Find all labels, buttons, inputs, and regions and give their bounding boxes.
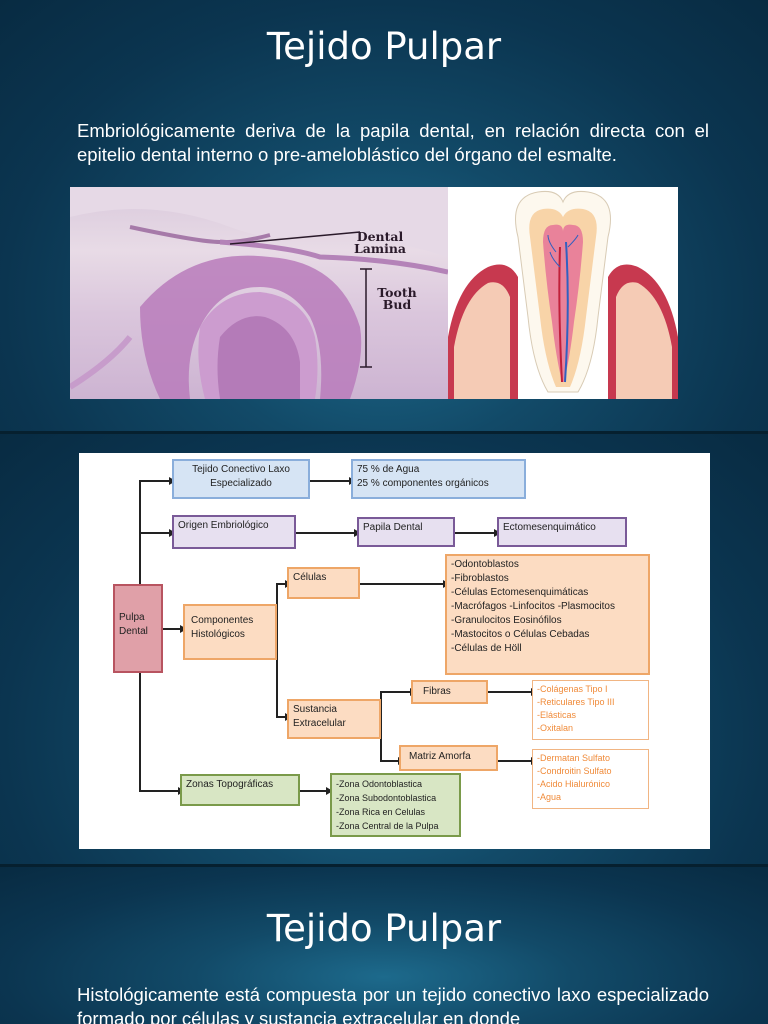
- ectomesenquimatico-box: Ectomesenquimático: [497, 517, 627, 547]
- slide-divider: [0, 431, 768, 434]
- connector-line: [487, 691, 532, 693]
- histology-image: Dental Lamina Tooth Bud: [70, 187, 448, 399]
- list-item: -Fibroblastos: [451, 573, 509, 584]
- connector-line: [139, 790, 179, 792]
- list-item: -Acido Hialurónico: [537, 779, 611, 789]
- list-item: -Macrófagos -Linfocitos -Plasmocitos: [451, 601, 615, 612]
- list-item: -Dermatan Sulfato: [537, 753, 611, 763]
- tooth-anatomy-image: [448, 187, 678, 399]
- connector-line: [300, 790, 327, 792]
- slide-paragraph: Embriológicamente deriva de la papila de…: [77, 120, 709, 165]
- papila-dental-box: Papila Dental: [357, 517, 455, 547]
- list-item: -Elásticas: [537, 710, 577, 720]
- fibras-list: -Colágenas Tipo I -Reticulares Tipo III …: [532, 680, 649, 740]
- detail-line: 75 % de Agua: [357, 464, 420, 475]
- connector-line: [276, 716, 286, 718]
- list-item: -Zona Rica en Celulas: [336, 807, 426, 817]
- connector-line: [380, 691, 382, 761]
- tooth-bud-label: Tooth Bud: [377, 285, 417, 312]
- slide-title: Tejido Pulpar: [266, 907, 502, 950]
- celulas-list: -Odontoblastos -Fibroblastos -Células Ec…: [445, 554, 650, 675]
- connector-line: [310, 480, 350, 482]
- matriz-amorfa-box: Matriz Amorfa: [399, 745, 498, 771]
- tejido-conectivo-box: Tejido Conectivo Laxo Especializado: [172, 459, 310, 499]
- connector-line: [163, 628, 183, 630]
- list-item: -Zona Subodontoblastica: [336, 793, 437, 803]
- list-item: -Condroitin Sulfato: [537, 766, 612, 776]
- dental-lamina-label: Dental Lamina: [353, 229, 407, 256]
- list-item: -Células de Höll: [451, 643, 522, 654]
- connector-line: [498, 760, 532, 762]
- connector-line: [276, 583, 278, 718]
- matriz-list: -Dermatan Sulfato -Condroitin Sulfato -A…: [532, 749, 649, 809]
- celulas-box: Células: [287, 567, 360, 599]
- connector-line: [455, 532, 495, 534]
- list-item: -Agua: [537, 792, 562, 802]
- slide-2: Pulpa Dental Tejido Conectivo Laxo Espec…: [0, 434, 768, 864]
- slide-1: Tejido Pulpar Embriológicamente deriva d…: [0, 0, 768, 431]
- detail-line: 25 % componentes orgánicos: [357, 478, 489, 489]
- list-item: -Zona Odontoblastica: [336, 779, 423, 789]
- list-item: -Reticulares Tipo III: [537, 697, 615, 707]
- connector-line: [139, 480, 171, 482]
- list-item: -Oxitalan: [537, 723, 574, 733]
- list-item: -Células Ectomesenquimáticas: [451, 587, 589, 598]
- connector-line: [380, 691, 411, 693]
- list-item: -Mastocitos o Células Cebadas: [451, 629, 590, 640]
- slide-title: Tejido Pulpar: [266, 25, 502, 68]
- slide-paragraph: Histológicamente está compuesta por un t…: [77, 984, 709, 1024]
- componentes-box: Componentes Histológicos: [183, 604, 277, 660]
- zonas-list: -Zona Odontoblastica -Zona Subodontoblas…: [330, 773, 461, 837]
- list-item: -Zona Central de la Pulpa: [336, 821, 439, 831]
- connector-line: [380, 760, 399, 762]
- origen-embriologico-box: Origen Embriológico: [172, 515, 296, 549]
- list-item: -Odontoblastos: [451, 559, 519, 570]
- pulpa-dental-box: Pulpa Dental: [113, 584, 163, 673]
- list-item: -Granulocitos Eosinófilos: [451, 615, 562, 626]
- concept-map: Pulpa Dental Tejido Conectivo Laxo Espec…: [79, 453, 710, 849]
- connector-line: [360, 583, 444, 585]
- tejido-detail-box: 75 % de Agua 25 % componentes orgánicos: [351, 459, 526, 499]
- connector-line: [295, 532, 355, 534]
- connector-line: [276, 583, 286, 585]
- fibras-box: Fibras: [411, 680, 488, 704]
- arrow-icon: [326, 787, 333, 795]
- slide-3: Tejido Pulpar Histológicamente está comp…: [0, 867, 768, 1024]
- slide-divider: [0, 864, 768, 867]
- sustancia-extracelular-box: Sustancia Extracelular: [287, 699, 381, 739]
- zonas-topograficas-box: Zonas Topográficas: [180, 774, 300, 806]
- connector-line: [139, 532, 171, 534]
- list-item: -Colágenas Tipo I: [537, 684, 608, 694]
